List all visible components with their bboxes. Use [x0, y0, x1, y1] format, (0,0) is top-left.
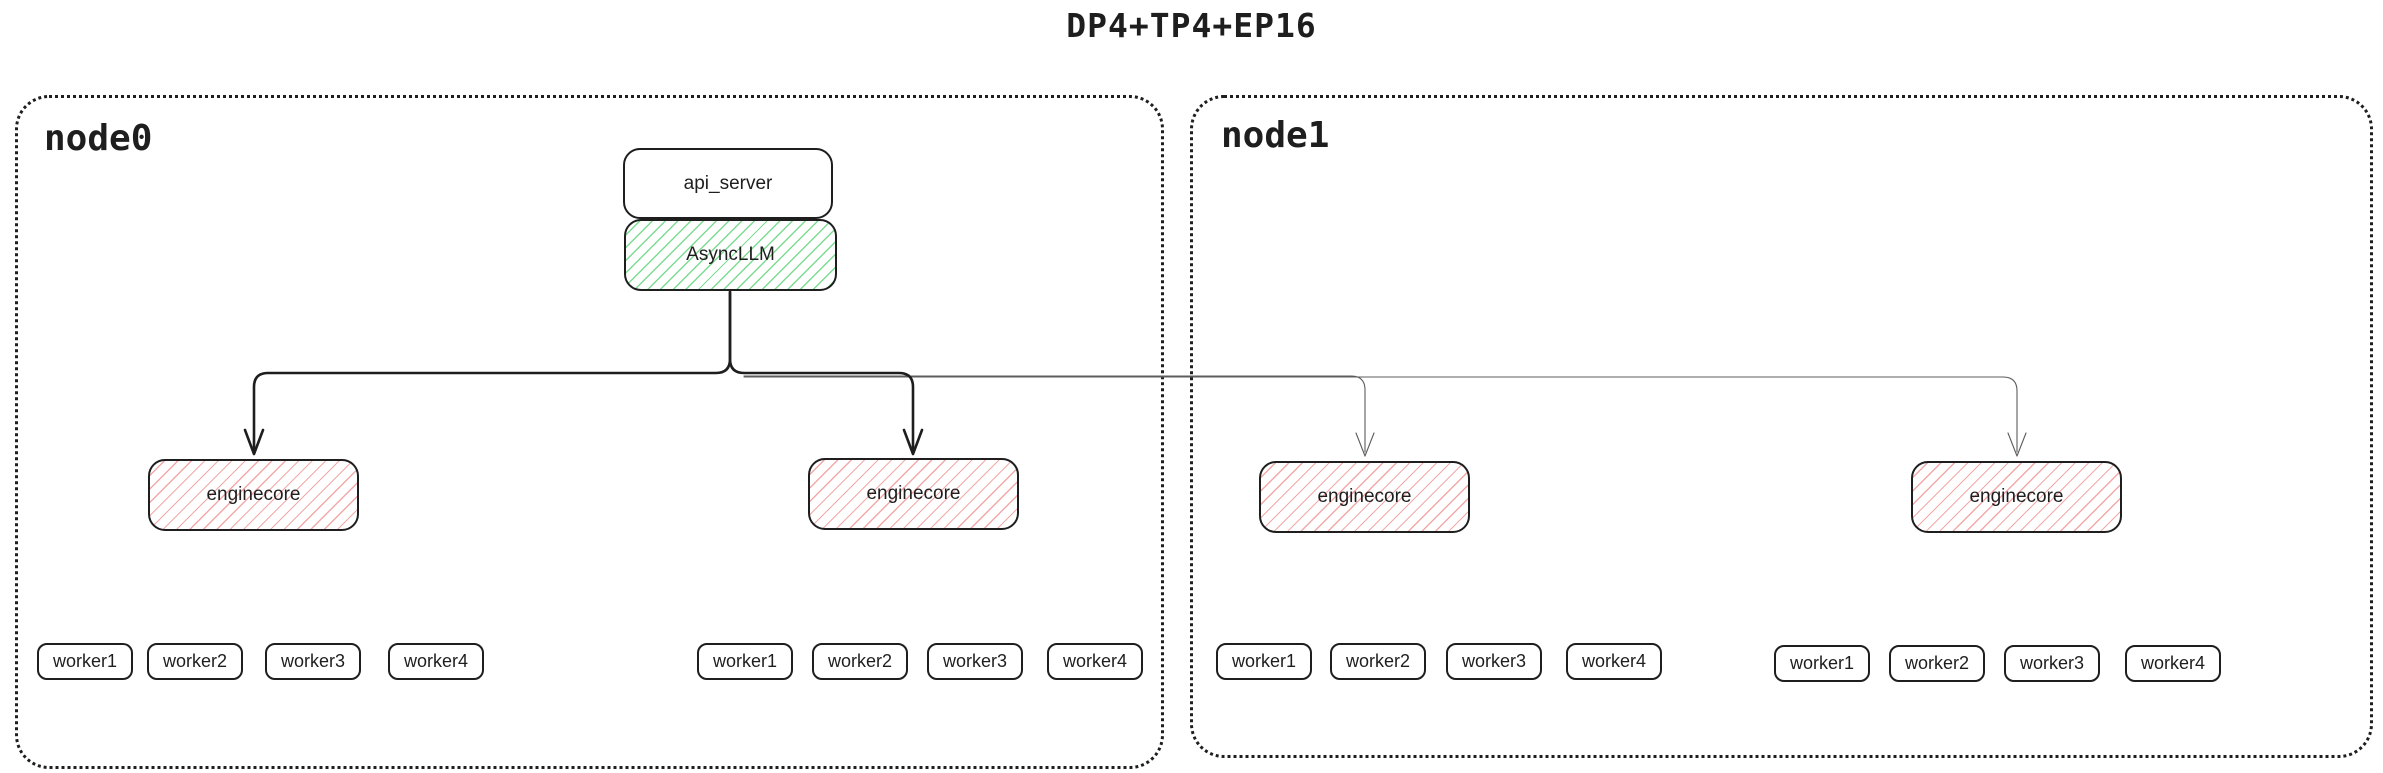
arrow-asyncllm-to-enginecore4 [743, 376, 2018, 453]
worker-box: worker1 [1216, 643, 1312, 680]
api-server-box: api_server [623, 148, 833, 219]
asyncllm-box: AsyncLLM [624, 219, 837, 291]
node0-enginecore-1-box: enginecore [148, 459, 359, 531]
worker-box: worker2 [812, 643, 908, 680]
worker-box: worker3 [265, 643, 361, 680]
enginecore-label: enginecore [206, 484, 301, 505]
worker-box: worker2 [147, 643, 243, 680]
node1-label: node1 [1221, 115, 1330, 156]
arrow-asyncllm-to-enginecore1 [252, 290, 732, 452]
worker-box: worker1 [37, 643, 133, 680]
enginecore-label: enginecore [1317, 486, 1412, 507]
worker-box: worker1 [1774, 645, 1870, 682]
arrow-asyncllm-to-enginecore3 [743, 375, 1366, 453]
node1-enginecore-2-box: enginecore [1911, 461, 2122, 533]
asyncllm-label: AsyncLLM [686, 244, 775, 265]
node1-enginecore-1-box: enginecore [1259, 461, 1470, 533]
worker-box: worker2 [1889, 645, 1985, 682]
worker-box: worker2 [1330, 643, 1426, 680]
enginecore-label: enginecore [866, 483, 961, 504]
diagram-title: DP4+TP4+EP16 [1066, 6, 1317, 45]
worker-box: worker3 [2004, 645, 2100, 682]
arrowhead-enginecore2 [902, 428, 924, 456]
node0-container [15, 95, 1164, 769]
api-server-label: api_server [683, 172, 773, 194]
arrowhead-enginecore3 [1355, 432, 1375, 457]
worker-box: worker1 [697, 643, 793, 680]
enginecore-label: enginecore [1969, 486, 2064, 507]
worker-box: worker4 [388, 643, 484, 680]
node1-container [1190, 95, 2373, 758]
arrowhead-enginecore1 [243, 428, 265, 456]
worker-box: worker4 [1047, 643, 1143, 680]
worker-box: worker4 [2125, 645, 2221, 682]
node0-label: node0 [44, 118, 153, 159]
worker-box: worker4 [1566, 643, 1662, 680]
worker-box: worker3 [1446, 643, 1542, 680]
worker-box: worker3 [927, 643, 1023, 680]
node0-enginecore-2-box: enginecore [808, 458, 1019, 530]
arrowhead-enginecore4 [2007, 432, 2027, 457]
arrow-asyncllm-to-enginecore2 [728, 290, 915, 452]
